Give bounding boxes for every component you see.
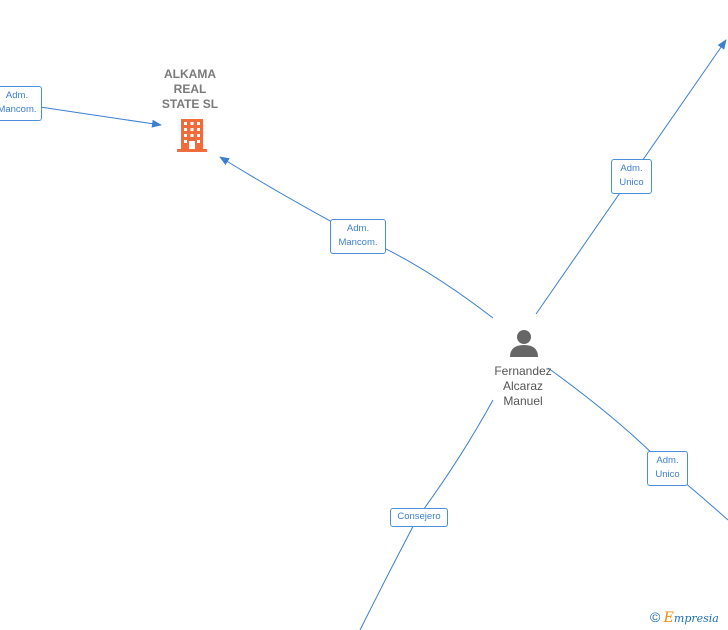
role-bottom-right: Adm. Unico <box>647 451 688 486</box>
empresia-watermark: © Empresia <box>650 609 719 626</box>
edge-left-to-company <box>19 103 162 128</box>
role-company-person: Adm. Mancom. <box>330 219 386 254</box>
role-top-right: Adm. Unico <box>611 159 652 194</box>
company-name[interactable]: ALKAMA REAL STATE SL <box>161 67 219 111</box>
role-left-top: Adm. Mancom. <box>0 86 42 121</box>
brand-rest: mpresia <box>673 612 719 625</box>
person-icon[interactable] <box>510 330 538 357</box>
edge-person-to-bottom-right <box>547 367 728 521</box>
person-name[interactable]: Fernandez Alcaraz Manuel <box>494 364 552 408</box>
building-icon[interactable] <box>177 119 207 152</box>
role-bottom: Consejero <box>390 508 448 527</box>
copyright-icon: © <box>650 609 661 625</box>
brand-initial: E <box>663 610 674 626</box>
